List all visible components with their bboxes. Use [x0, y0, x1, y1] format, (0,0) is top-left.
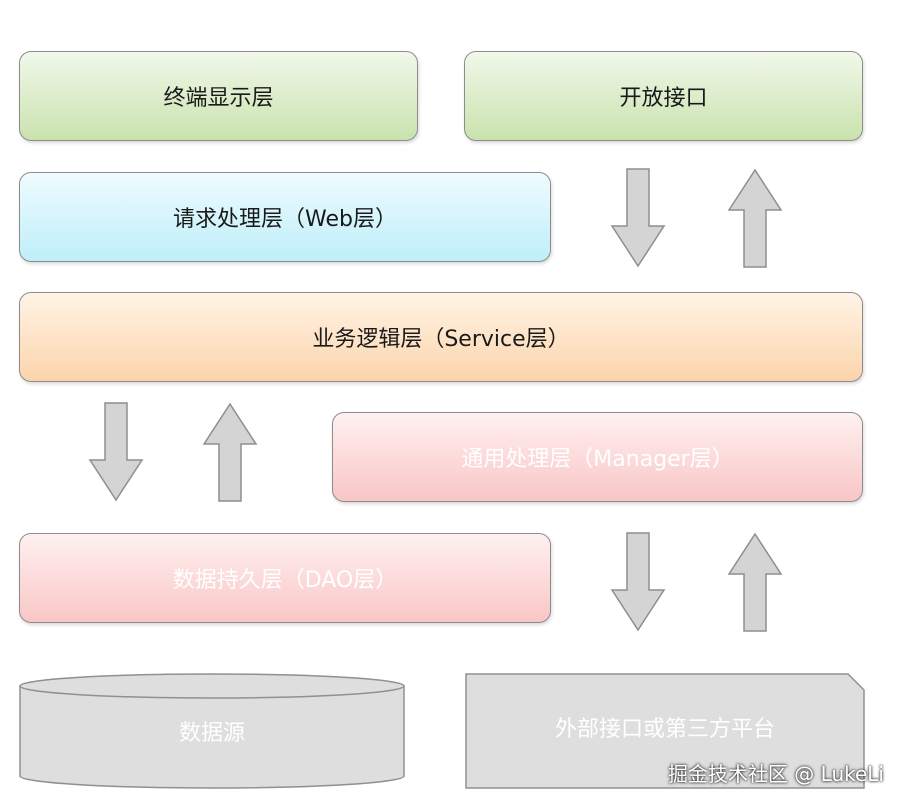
terminal-display-layer: 终端显示层 [19, 51, 418, 141]
manager-layer: 通用处理层（Manager层） [332, 412, 863, 502]
web-layer-label: 请求处理层（Web层） [173, 207, 397, 232]
up-arrow-icon [727, 168, 783, 268]
web-layer: 请求处理层（Web层） [19, 172, 551, 262]
external-platform-shape [465, 673, 865, 789]
service-layer: 业务逻辑层（Service层） [19, 292, 863, 382]
datasource-label: 数据源 [178, 721, 245, 746]
service-layer-label: 业务逻辑层（Service层） [312, 327, 570, 352]
down-arrow-icon [610, 532, 666, 632]
up-arrow-icon [202, 402, 258, 502]
open-api-layer-label: 开放接口 [619, 86, 708, 111]
datasource-cylinder [19, 673, 405, 789]
up-arrow-icon [727, 532, 783, 632]
watermark: 掘金技术社区 @ LukeLi [667, 762, 884, 786]
down-arrow-icon [88, 402, 144, 502]
terminal-display-layer-label: 终端显示层 [163, 86, 274, 111]
dao-layer: 数据持久层（DAO层） [19, 533, 551, 623]
down-arrow-icon [610, 168, 666, 268]
dao-layer-label: 数据持久层（DAO层） [172, 568, 398, 593]
manager-layer-label: 通用处理层（Manager层） [461, 447, 734, 472]
open-api-layer: 开放接口 [464, 51, 863, 141]
external-platform-label: 外部接口或第三方平台 [554, 717, 775, 742]
